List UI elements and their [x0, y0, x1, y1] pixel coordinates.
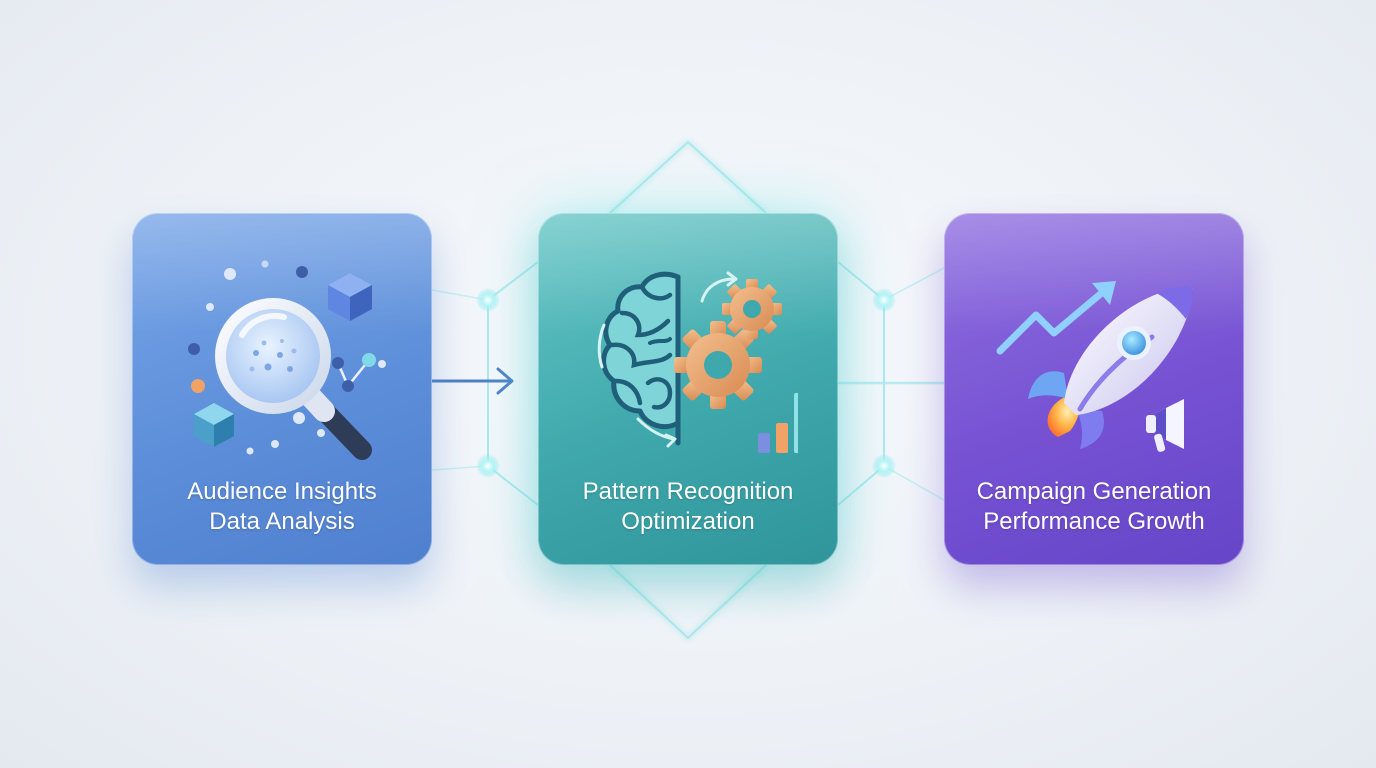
step-subtitle: Performance Growth: [983, 508, 1205, 535]
magnifier-data-icon: [188, 260, 386, 460]
glow-node: [872, 454, 896, 478]
step-card-pattern-recognition: Pattern Recognition Optimization: [538, 213, 838, 565]
step-title: Audience Insights: [187, 478, 377, 505]
step-card-audience-insights: Audience Insights Data Analysis: [132, 213, 432, 565]
step-subtitle: Optimization: [621, 508, 755, 535]
step-subtitle: Data Analysis: [209, 508, 355, 535]
glow-node: [476, 288, 500, 312]
glow-node: [872, 288, 896, 312]
brain-gears-icon: [597, 271, 798, 453]
arrow-connector-1: [430, 367, 514, 395]
rocket-growth-icon: [996, 281, 1193, 452]
step-title: Campaign Generation: [976, 478, 1212, 505]
glow-nodes: [476, 288, 896, 478]
step-card-campaign-generation: Campaign Generation Performance Growth: [944, 213, 1244, 565]
glow-node: [476, 454, 500, 478]
step-title: Pattern Recognition: [582, 478, 794, 505]
